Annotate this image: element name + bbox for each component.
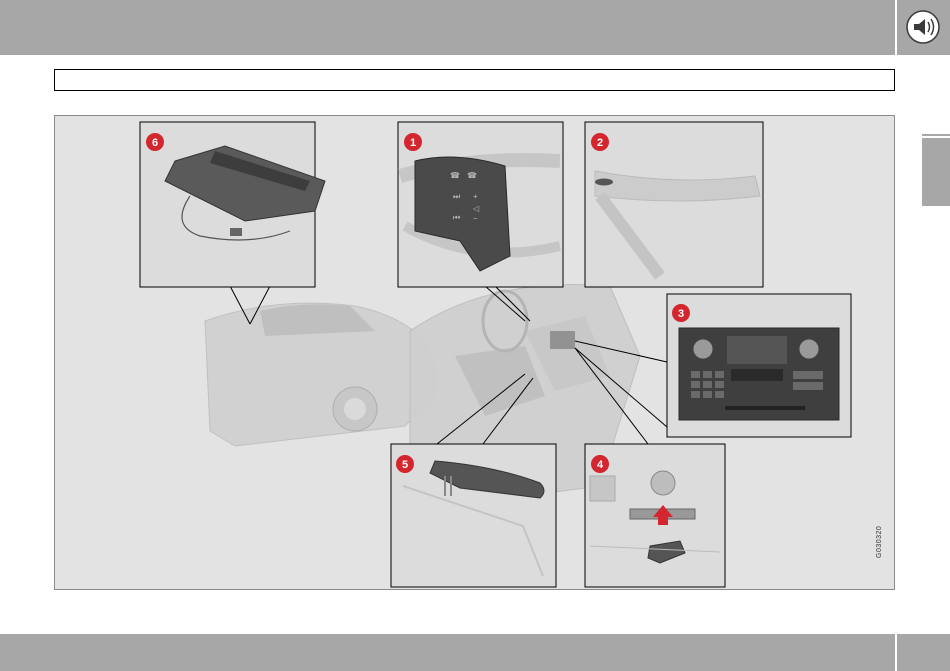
svg-text:5: 5 (402, 459, 408, 471)
callout-3: 3 (672, 304, 690, 322)
header-icon-panel (897, 0, 950, 55)
panel-1-steering-controls: ☎ ☎ ⏭ ⏮ + ◁ − 1 (398, 122, 563, 287)
panel-2-microphone: 2 (585, 122, 763, 287)
footer-bar (0, 634, 895, 671)
panel-4-phone-holder: 4 (585, 444, 725, 587)
svg-text:⏭: ⏭ (453, 192, 460, 201)
system-overview-figure: 6 ☎ ☎ ⏭ ⏮ + ◁ − 1 (54, 115, 895, 590)
svg-text:6: 6 (152, 137, 158, 149)
car-exterior-illustration (205, 303, 436, 446)
svg-text:☎: ☎ (467, 171, 477, 180)
svg-text:4: 4 (597, 459, 604, 471)
header-bar (0, 0, 895, 55)
svg-text:2: 2 (597, 137, 603, 149)
svg-text:3: 3 (678, 308, 684, 320)
panel-6-phone-unit: 6 (140, 122, 325, 287)
side-tab-marker (922, 134, 950, 136)
speaker-icon[interactable] (905, 9, 941, 50)
callout-2: 2 (591, 133, 609, 151)
footer-page-panel (897, 634, 950, 671)
callout-5: 5 (396, 455, 414, 473)
svg-text:⏮: ⏮ (453, 213, 460, 222)
callout-4: 4 (591, 455, 609, 473)
callout-6: 6 (146, 133, 164, 151)
section-title-box (54, 69, 895, 91)
figure-code: G030320 (876, 526, 883, 558)
svg-text:−: − (473, 214, 478, 223)
panel-5-armrest: 5 (391, 444, 556, 587)
svg-text:1: 1 (410, 137, 416, 149)
svg-text:☎: ☎ (450, 171, 460, 180)
panel-3-audio-panel: 3 (667, 294, 851, 437)
side-chapter-tab[interactable] (922, 138, 950, 206)
svg-text:+: + (473, 192, 478, 201)
callout-1: 1 (404, 133, 422, 151)
svg-text:◁: ◁ (473, 204, 480, 213)
